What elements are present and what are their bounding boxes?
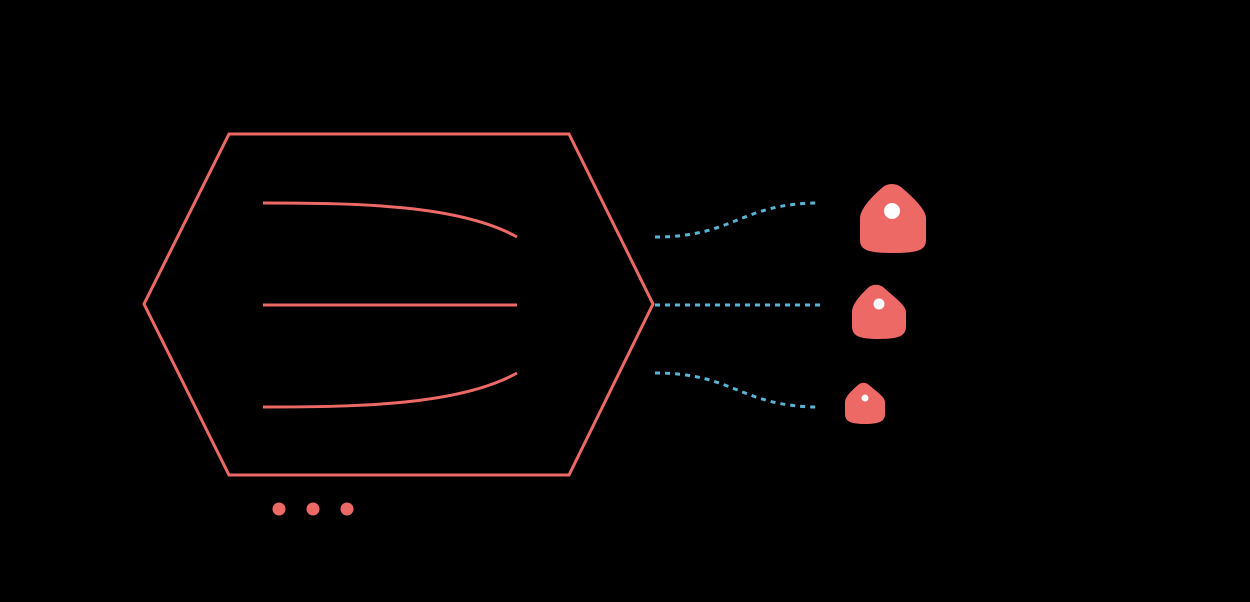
lane-bottom-curve	[262, 371, 518, 409]
droplet-large-icon	[860, 184, 926, 253]
ellipsis-dot	[306, 502, 320, 516]
ellipsis-dot	[340, 502, 354, 516]
connector-top	[654, 201, 821, 239]
droplet-medium-icon	[852, 284, 906, 339]
ellipsis-icon	[272, 502, 354, 516]
droplet-small-icon	[845, 382, 885, 424]
ellipsis-dot	[272, 502, 286, 516]
hub-hexagon	[142, 132, 655, 477]
lane-top-curve	[262, 201, 518, 239]
connector-bottom	[654, 371, 821, 409]
